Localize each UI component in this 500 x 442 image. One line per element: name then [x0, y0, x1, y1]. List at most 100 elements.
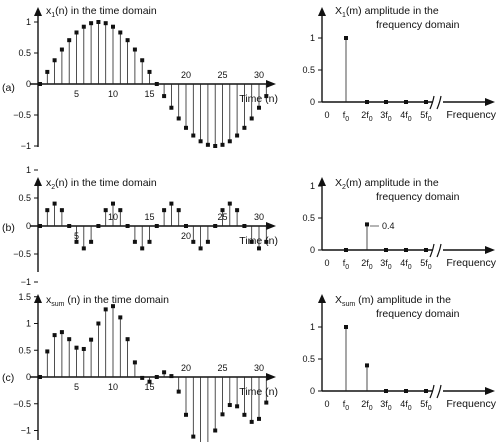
data-point — [111, 201, 115, 206]
data-point — [45, 208, 50, 213]
freq-plot-c-axis-break — [429, 384, 442, 399]
data-point — [176, 389, 181, 394]
freq-plot-b-annotation: 0.4 — [382, 221, 395, 231]
data-point — [235, 133, 240, 138]
x-tick-label: 20 — [181, 70, 191, 80]
x-tick-label: 5 — [74, 382, 79, 392]
frequency-tick-label: f0 — [343, 399, 350, 412]
y-tick-label: 0 — [310, 97, 315, 107]
freq-plot-c-xlabel: Frequency — [446, 398, 496, 410]
frequency-tick-label: f0 — [343, 110, 350, 123]
spectral-point — [365, 363, 369, 368]
data-point — [162, 94, 167, 99]
spectral-point — [344, 36, 348, 40]
x-tick-label: 10 — [108, 89, 118, 99]
frequency-tick-label: 3f0 — [380, 258, 392, 271]
data-point — [242, 125, 247, 130]
frequency-tick-label: 4f0 — [400, 258, 412, 271]
freq-plot-a-xlabel: Frequency — [446, 109, 496, 121]
y-tick-label: 0.5 — [18, 193, 31, 203]
freq-plot-a-y-arrow — [318, 7, 326, 16]
data-point — [176, 116, 181, 121]
data-point — [264, 94, 269, 99]
freq-plot-b-xlabel: Frequency — [446, 257, 496, 269]
time-plot-b-title: x2(n) in the time domain — [46, 177, 157, 191]
data-point — [235, 208, 240, 213]
data-point — [176, 208, 181, 213]
data-point — [227, 403, 232, 408]
data-point — [59, 330, 64, 335]
data-point — [169, 374, 174, 379]
data-point — [154, 224, 159, 228]
data-point — [242, 224, 247, 228]
y-tick-label: 1.5 — [18, 292, 31, 302]
y-tick-label: −1 — [21, 277, 31, 287]
data-point — [242, 412, 247, 417]
x-tick-label: 30 — [254, 70, 264, 80]
freq-plot-b-x-arrow — [485, 246, 495, 254]
data-point — [125, 38, 130, 43]
data-point — [118, 315, 123, 320]
data-point — [191, 434, 196, 439]
x-tick-label: 25 — [217, 363, 227, 373]
freq-plot-c-title-line2: frequency domain — [376, 308, 460, 320]
data-point — [227, 139, 232, 144]
data-point — [191, 133, 196, 138]
x-tick-label: 20 — [181, 231, 191, 241]
data-point — [257, 105, 261, 110]
y-tick-label: 0 — [310, 245, 315, 255]
y-tick-label: −0.5 — [13, 249, 31, 259]
y-tick-label: 0.5 — [18, 345, 31, 355]
panel-label-a: (a) — [2, 82, 15, 94]
data-point — [154, 82, 159, 86]
spectral-point — [344, 325, 348, 329]
y-tick-label: 1 — [26, 319, 31, 329]
data-point — [74, 30, 79, 35]
x-tick-label: 20 — [181, 363, 191, 373]
data-point — [235, 404, 240, 409]
data-point — [74, 239, 79, 244]
data-point — [132, 360, 137, 365]
data-point — [220, 208, 225, 213]
x-tick-label: 10 — [108, 382, 118, 392]
data-point — [227, 201, 232, 206]
data-point — [111, 24, 115, 29]
frequency-tick-label: 0 — [324, 399, 329, 409]
data-point — [52, 333, 57, 338]
frequency-tick-label: 3f0 — [380, 399, 392, 412]
panel-b-time-plot: (b) x2(n) in the time domain 10.50−0.5−1… — [2, 165, 278, 287]
panel-c-frequency-plot: Xsum (m) amplitude in the frequency doma… — [302, 294, 497, 412]
data-point — [213, 144, 218, 148]
data-point — [103, 307, 108, 312]
spectral-point — [365, 100, 369, 104]
data-point — [59, 47, 64, 52]
data-point — [103, 21, 108, 26]
data-point — [59, 208, 64, 213]
data-point — [257, 416, 261, 421]
data-point — [184, 224, 188, 228]
data-point — [184, 412, 188, 417]
data-point — [140, 58, 145, 63]
data-point — [140, 375, 145, 380]
x-tick-label: 25 — [217, 70, 227, 80]
data-point — [169, 201, 174, 206]
data-point — [81, 246, 86, 251]
freq-plot-a-axis-break — [429, 95, 442, 110]
x-tick-label: 15 — [144, 89, 154, 99]
data-point — [220, 142, 225, 147]
data-point — [38, 224, 42, 228]
y-tick-label: −0.5 — [13, 110, 31, 120]
time-plot-c-x-arrow — [266, 373, 276, 381]
time-plot-b-x-arrow — [266, 222, 276, 230]
frequency-tick-label: 5f0 — [420, 110, 432, 123]
y-tick-label: 1 — [26, 165, 31, 175]
x-tick-label: 15 — [144, 212, 154, 222]
data-point — [96, 20, 101, 24]
data-point — [52, 201, 57, 206]
y-tick-label: 1 — [26, 17, 31, 27]
panel-c-time-plot: (c) xsum (n) in the time domain 1.510.50… — [2, 292, 278, 442]
time-plot-a-title: x1(n) in the time domain — [46, 5, 157, 19]
data-point — [198, 139, 203, 144]
y-tick-label: 1 — [310, 33, 315, 43]
data-point — [249, 116, 254, 121]
